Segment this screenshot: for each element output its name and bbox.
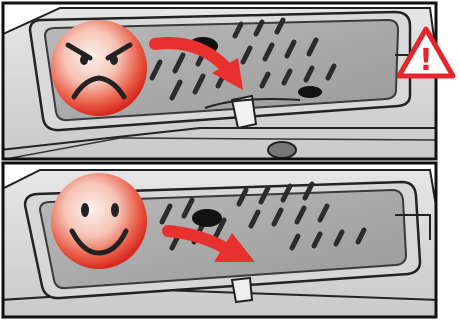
smiling-face-icon bbox=[51, 173, 147, 269]
panel-correct bbox=[0, 163, 445, 320]
plate-hole bbox=[192, 209, 222, 227]
angry-face-icon bbox=[51, 20, 147, 116]
plate-latch bbox=[232, 278, 252, 302]
warning-symbol: ! bbox=[419, 43, 433, 78]
panel-incorrect: ! bbox=[0, 3, 453, 160]
